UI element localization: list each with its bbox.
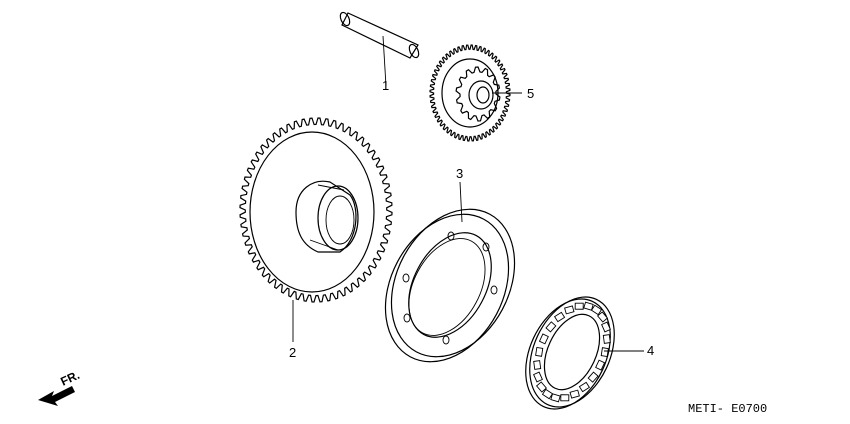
callout-5: 5 <box>527 86 534 101</box>
sprag-element <box>602 334 611 344</box>
part-3-clutch-outer <box>384 181 516 363</box>
sprag-element <box>545 321 557 333</box>
sprag-element <box>578 381 591 393</box>
sprag-element <box>550 393 561 403</box>
sprag-element <box>541 388 554 400</box>
callout-4: 4 <box>647 343 654 358</box>
part-2-starter-driven-gear <box>239 117 393 342</box>
sprag-element <box>553 311 566 323</box>
sprag-element <box>601 321 611 333</box>
sprag-element <box>590 304 603 316</box>
diagram-code: METI- E0700 <box>688 402 767 416</box>
front-direction-arrow-icon <box>38 386 75 406</box>
direction-label: FR. <box>58 368 81 389</box>
sprag-element <box>583 301 594 311</box>
sprag-element <box>596 311 609 323</box>
sprag-element <box>569 389 580 399</box>
callout-1: 1 <box>382 78 389 93</box>
sprag-element <box>560 394 570 402</box>
sprag-element <box>600 347 609 358</box>
part-4-one-way-clutch <box>525 296 644 410</box>
callout-3: 3 <box>456 166 463 181</box>
part-5-starter-idle-gear <box>429 44 522 142</box>
sprag-element <box>574 302 584 310</box>
sprag-element <box>587 371 599 383</box>
sprag-element <box>535 346 544 357</box>
sprag-element <box>564 305 575 315</box>
sprag-element <box>535 381 548 393</box>
sprag-element <box>595 359 606 371</box>
sprag-element <box>533 360 542 370</box>
part-1-pin <box>339 11 420 87</box>
callout-2: 2 <box>289 345 296 360</box>
sprag-element <box>533 371 543 383</box>
sprag-element <box>538 333 549 345</box>
